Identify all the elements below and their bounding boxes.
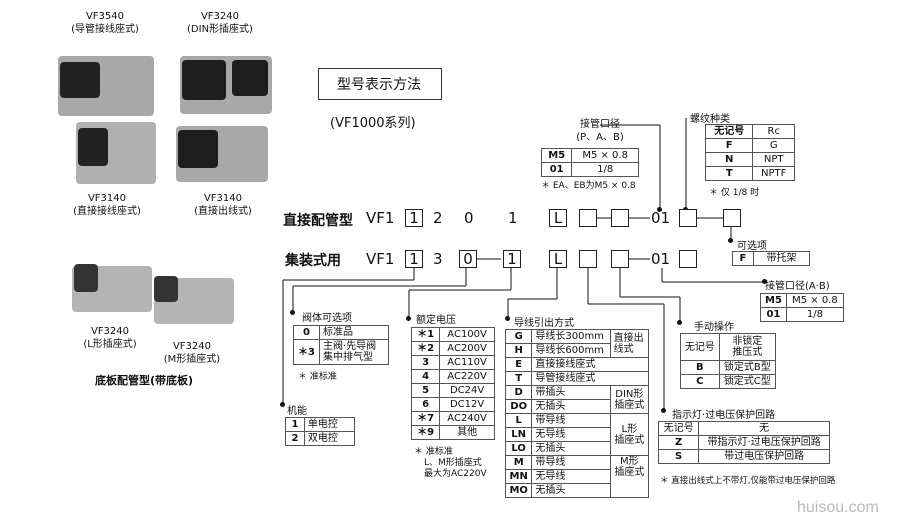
code-box-manual <box>611 250 629 268</box>
row-label-direct: 直接配管型 <box>283 213 353 229</box>
leader-dot <box>657 207 662 212</box>
code-digit-port: 0 <box>464 209 474 227</box>
code-box-wiring: L <box>549 250 567 268</box>
indicator-title: 指示灯·过电压保护回路 <box>672 410 776 421</box>
code-box-wiring: L <box>549 209 567 227</box>
voltage-note: ＊ 准标准 L、M形插座式 最大为AC220V <box>414 447 487 479</box>
valve-coil-photo <box>182 60 226 100</box>
product-caption: VF3240 (L形插座式) <box>83 326 137 350</box>
code-box-indicator <box>579 209 597 227</box>
valve-coil-photo <box>232 60 268 96</box>
row-label-manifold: 集装式用 <box>285 253 341 269</box>
code-box-thread <box>679 209 697 227</box>
voltage-title: 额定电压 <box>416 315 456 326</box>
leader-dot <box>406 316 411 321</box>
valve-coil-photo <box>74 264 98 292</box>
wiring-title: 导线引出方式 <box>514 318 574 329</box>
leader-dot <box>677 320 682 325</box>
watermark: huisou.com <box>797 499 879 516</box>
code-digit-body: 3 <box>433 250 443 268</box>
page-subtitle: (VF1000系列) <box>330 116 416 131</box>
port-size-note: ＊ EA、EB为M5 × 0.8 <box>541 181 636 191</box>
code-box-option <box>723 209 741 227</box>
code-digit-body: 2 <box>433 209 443 227</box>
valve-coil-photo <box>60 62 100 98</box>
valve-coil-photo <box>78 128 108 166</box>
leader-dot <box>762 279 767 284</box>
series-code: VF1 <box>366 250 395 268</box>
code-box-voltage: 1 <box>503 250 521 268</box>
leader-dot <box>290 310 295 315</box>
indicator-note: ＊ 直接出线式上不带灯,仅能带过电压保护回路 <box>660 476 836 486</box>
base-caption: 底板配管型(带底板) <box>95 374 194 387</box>
series-code: VF1 <box>366 209 395 227</box>
code-port-size: 01 <box>651 209 671 227</box>
leader-dot <box>280 402 285 407</box>
port-size-title: 接管口径 (P、A、B) <box>576 119 624 143</box>
code-box-function: 1 <box>405 209 423 227</box>
title-box <box>318 68 442 100</box>
body-option-note: ＊ 准标准 <box>298 372 337 382</box>
product-caption: VF3140 (直接出线式) <box>194 193 252 217</box>
product-caption: VF3240 (M形插座式) <box>163 341 221 365</box>
body-option-title: 阀体可选项 <box>302 313 352 324</box>
leader-dot <box>661 408 666 413</box>
code-box-port-ab <box>679 250 697 268</box>
port-ab-title: 接管口径(A·B) <box>765 281 830 292</box>
leader-dot <box>728 238 733 243</box>
thread-title: 螺纹种类 <box>690 114 730 125</box>
code-port-size: 01 <box>651 250 671 268</box>
code-digit-voltage: 1 <box>508 209 518 227</box>
valve-coil-photo <box>154 276 178 302</box>
product-caption: VF3140 (直接接线座式) <box>73 193 141 217</box>
thread-note: ＊ 仅 1/8 时 <box>709 188 760 198</box>
option-title: 可选项 <box>737 241 767 252</box>
code-box-body-option: 0 <box>459 250 477 268</box>
page-title: 型号表示方法 <box>337 77 421 93</box>
code-box-function: 1 <box>405 250 423 268</box>
code-box-manual <box>611 209 629 227</box>
function-title: 机能 <box>287 406 307 417</box>
product-caption: VF3240 (DIN形插座式) <box>187 11 253 35</box>
leader-dot <box>505 316 510 321</box>
manual-title: 手动操作 <box>694 322 734 333</box>
code-box-indicator <box>579 250 597 268</box>
valve-coil-photo <box>178 130 218 168</box>
product-caption: VF3540 (导管接线座式) <box>71 11 139 35</box>
